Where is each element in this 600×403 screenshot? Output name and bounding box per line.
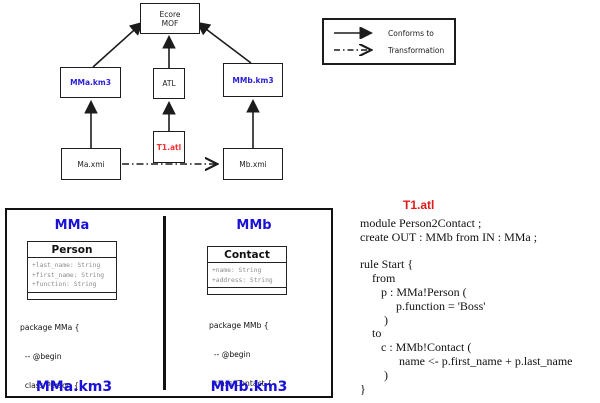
person-attribute: +function: String — [32, 281, 97, 288]
node-atl-label: ATL — [162, 79, 176, 88]
atl-code-line: rule Start { — [360, 257, 414, 272]
legend-row-conforms-to: Conforms to — [333, 27, 454, 39]
contact-attribute: +address: String — [212, 276, 273, 284]
atl-code-line: } — [360, 381, 366, 396]
legend-transformation-label: Transformation — [388, 45, 445, 55]
code-line: -- @begin — [20, 351, 62, 361]
mma-title: MMa — [54, 218, 90, 233]
node-mb-xmi-label: Mb.xmi — [239, 159, 267, 169]
person-class-name: Person — [28, 242, 116, 258]
atl-code-line: p.function = 'Boss' — [360, 298, 486, 313]
mmb-km3-code: package MMb { -- @begin class Contact { … — [209, 302, 324, 403]
arrow-mmb-km3-to-ecore — [196, 21, 252, 64]
legend: Conforms to Transformation — [322, 18, 456, 65]
code-line: -- @begin — [209, 349, 251, 359]
atl-code-line: p : MMa!Person ( — [360, 284, 467, 299]
person-attribute: +last_name: String — [32, 262, 101, 269]
mmb-file-label: MMb.km3 — [210, 379, 288, 395]
person-class-box: Person +last_name: String +first_name: S… — [27, 241, 117, 300]
person-attributes: +last_name: String +first_name: String +… — [28, 258, 116, 293]
atl-code-line: c : MMb!Contact ( — [360, 340, 472, 355]
atl-code-line: ) — [360, 312, 388, 327]
atl-code-block: T1.atl module Person2Contact ; create OU… — [360, 198, 600, 396]
contact-operations-compartment — [208, 288, 286, 294]
contact-class-name: Contact — [208, 247, 286, 263]
atl-code-title: T1.atl — [403, 198, 435, 212]
conforms-to-arrow-icon — [334, 27, 374, 39]
mma-file-label: MMa.km3 — [35, 379, 113, 395]
node-t1-atl: T1.atl — [153, 131, 185, 163]
node-mb-xmi: Mb.xmi — [223, 148, 283, 180]
atl-code-line: to — [360, 326, 382, 341]
contact-class-box: Contact +name: String +address: String — [207, 246, 287, 295]
node-ecore-mof: Ecore MOF — [140, 3, 200, 34]
legend-row-transformation: Transformation — [333, 44, 454, 56]
atl-code-line: from — [360, 271, 396, 286]
node-mmb-km3-label: MMb.km3 — [232, 75, 274, 85]
contact-attribute: +name: String — [212, 267, 262, 274]
node-atl: ATL — [153, 68, 185, 99]
node-t1-atl-label: T1.atl — [156, 142, 182, 152]
atl-code-line — [360, 245, 600, 259]
atl-code-line: create OUT : MMb from IN : MMa ; — [360, 229, 538, 244]
metamodel-panel: MMa Person +last_name: String +first_nam… — [5, 208, 333, 398]
contact-attributes: +name: String +address: String — [208, 263, 286, 288]
person-attribute: +first_name: String — [32, 271, 105, 279]
code-line: class Person { — [20, 380, 79, 390]
person-operations-compartment — [28, 293, 116, 299]
code-line: class Contact { — [209, 378, 272, 388]
code-line: package MMb { — [209, 321, 269, 331]
mmb-title: MMb — [236, 218, 272, 233]
node-ma-xmi: Ma.xmi — [61, 148, 121, 180]
node-mmb-km3: MMb.km3 — [223, 63, 283, 97]
atl-code-lines: module Person2Contact ; create OUT : MMb… — [360, 216, 600, 396]
atl-code-line: ) — [360, 367, 388, 382]
node-ecore-mof-label: Ecore MOF — [159, 9, 181, 28]
legend-conforms-to-label: Conforms to — [388, 28, 434, 38]
mma-km3-code: package MMa { -- @begin class Person { a… — [20, 304, 145, 403]
node-ma-xmi-label: Ma.xmi — [77, 159, 105, 169]
panel-divider — [163, 216, 166, 390]
node-mma-km3: MMa.km3 — [60, 67, 121, 98]
transformation-arrow-icon — [334, 44, 379, 56]
arrow-mma-km3-to-ecore — [92, 21, 144, 68]
node-mma-km3-label: MMa.km3 — [70, 78, 111, 87]
atl-code-line: name <- p.first_name + p.last_name — [360, 353, 573, 368]
atl-code-line: module Person2Contact ; — [360, 216, 482, 230]
code-line: package MMa { — [20, 323, 80, 333]
